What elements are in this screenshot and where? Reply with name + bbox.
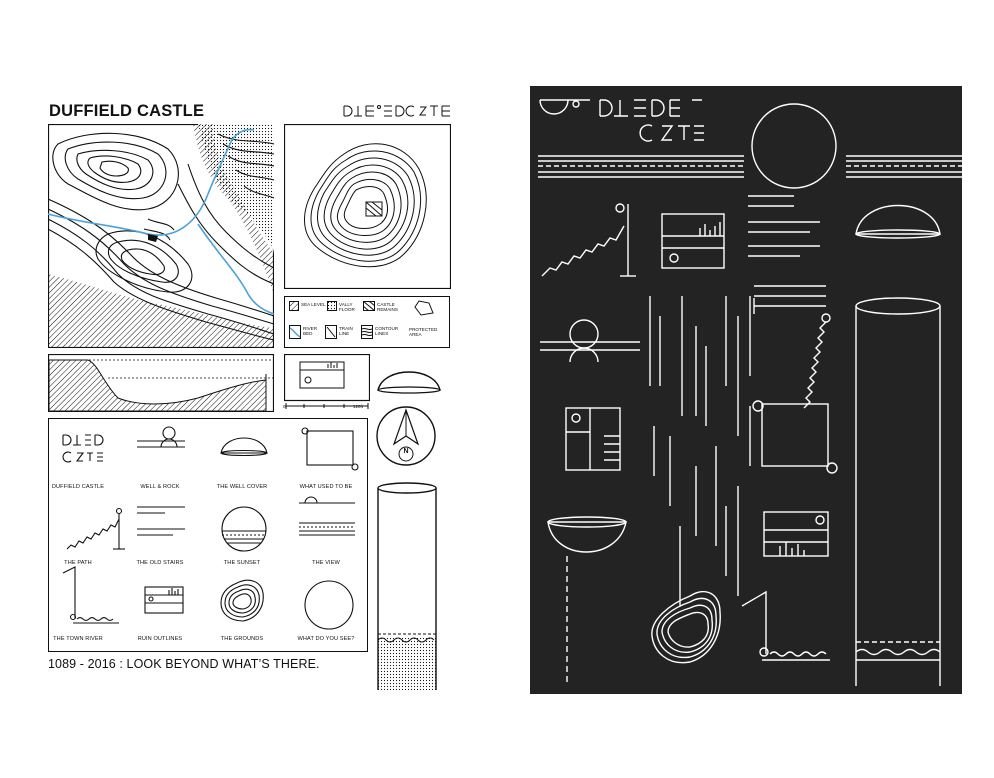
dark-grounds-contour-icon: [651, 591, 721, 664]
legend-label: CONTOUR LINES: [375, 326, 399, 337]
compass-icon: [376, 406, 436, 466]
dark-cylinder-icon: [855, 297, 941, 315]
grid-caption: THE OLD STAIRS: [136, 560, 184, 566]
grid-caption: THE GROUNDS: [220, 636, 264, 642]
terrain-cross-section: [48, 354, 274, 412]
dark-town-river-icon: [741, 590, 767, 654]
dark-well-rock-icon: [569, 319, 599, 349]
scale-end-label: 120ft: [353, 404, 364, 409]
well-cover-icon: [220, 437, 268, 457]
compass-north-label: N: [403, 448, 409, 455]
protected-area-icon: [414, 300, 434, 316]
castle-contour-island: [284, 124, 451, 289]
logo-mini-icon: [62, 434, 104, 463]
sunset-icon: [221, 506, 267, 552]
dark-square-icon: [761, 403, 829, 467]
legend-label: VALLY FLOOR: [339, 302, 355, 313]
grid-illustrations: [62, 426, 359, 630]
grid-caption: THE PATH: [64, 560, 92, 566]
path-stairs-icon: [66, 507, 125, 550]
legend-label: CASTLE REMAINS: [377, 302, 398, 313]
view-icon: [299, 496, 355, 536]
dark-ruin-block-icon: [565, 407, 621, 471]
town-river-icon: [62, 566, 119, 624]
map-legend: SEA LEVEL VALLY FLOOR CASTLE REMAINS PRO…: [284, 296, 450, 348]
legend-label: PROTECTED AREA: [409, 327, 438, 338]
river-bed-swatch-icon: [289, 325, 301, 339]
dark-poster: [530, 86, 962, 694]
dark-poster-artwork: [538, 99, 962, 686]
contour-map: [48, 124, 274, 348]
what-used-to-be-icon: [301, 427, 359, 471]
sun-circle-icon: [751, 103, 837, 189]
well-cover-dome-icon: [377, 371, 441, 394]
grid-caption: WHAT DO YOU SEE?: [297, 636, 355, 642]
ruin-outline-icon: [661, 213, 725, 269]
grid-caption: WHAT USED TO BE: [299, 484, 353, 490]
dark-logo-icon: [599, 99, 704, 142]
grid-caption: THE VIEW: [312, 560, 340, 566]
contour-lines-swatch-icon: [361, 325, 373, 339]
grid-caption: THE TOWN RIVER: [53, 636, 103, 642]
scale-start-label: 0: [283, 404, 286, 409]
well-rock-icon: [137, 426, 185, 448]
poster-title: DUFFIELD CASTLE: [49, 102, 205, 120]
castle-remains-swatch-icon: [363, 301, 375, 311]
dark-plan-icon: [763, 511, 829, 557]
icon-grid: DUFFIELD CASTLE WELL & ROCK THE WELL COV…: [48, 418, 368, 652]
grounds-contour-icon: [220, 579, 264, 622]
grid-caption: DUFFIELD CASTLE: [51, 484, 105, 490]
well-cylinder-icon: [377, 482, 437, 690]
poster-tagline: 1089 - 2016 : LOOK BEYOND WHAT’S THERE.: [48, 657, 320, 671]
grid-caption: WELL & ROCK: [140, 484, 180, 490]
legend-label: TRAIN LINE: [339, 326, 353, 337]
ruin-outlines-icon: [144, 586, 184, 614]
legend-label: SEA LEVEL: [301, 302, 326, 307]
grid-caption: RUIN OUTLINES: [137, 636, 183, 642]
stairs-icon: [541, 225, 625, 277]
stylized-logo-icon: [343, 105, 450, 117]
valley-floor-swatch-icon: [327, 301, 337, 311]
well-plan-diagram: [284, 354, 370, 409]
grid-caption: THE WELL COVER: [216, 484, 268, 490]
old-stairs-icon: [137, 506, 185, 536]
legend-label: RIVER BED: [303, 326, 318, 337]
train-line-swatch-icon: [325, 325, 337, 339]
half-circle-icon: [539, 99, 569, 115]
light-poster: DUFFIELD CASTLE: [40, 86, 460, 696]
what-do-you-see-icon: [304, 580, 354, 630]
sea-level-swatch-icon: [289, 301, 299, 311]
zigzag-icon: [803, 321, 827, 409]
grid-caption: THE SUNSET: [223, 560, 261, 566]
dark-bowl-icon: [547, 521, 627, 553]
dark-dome-icon: [855, 204, 941, 235]
